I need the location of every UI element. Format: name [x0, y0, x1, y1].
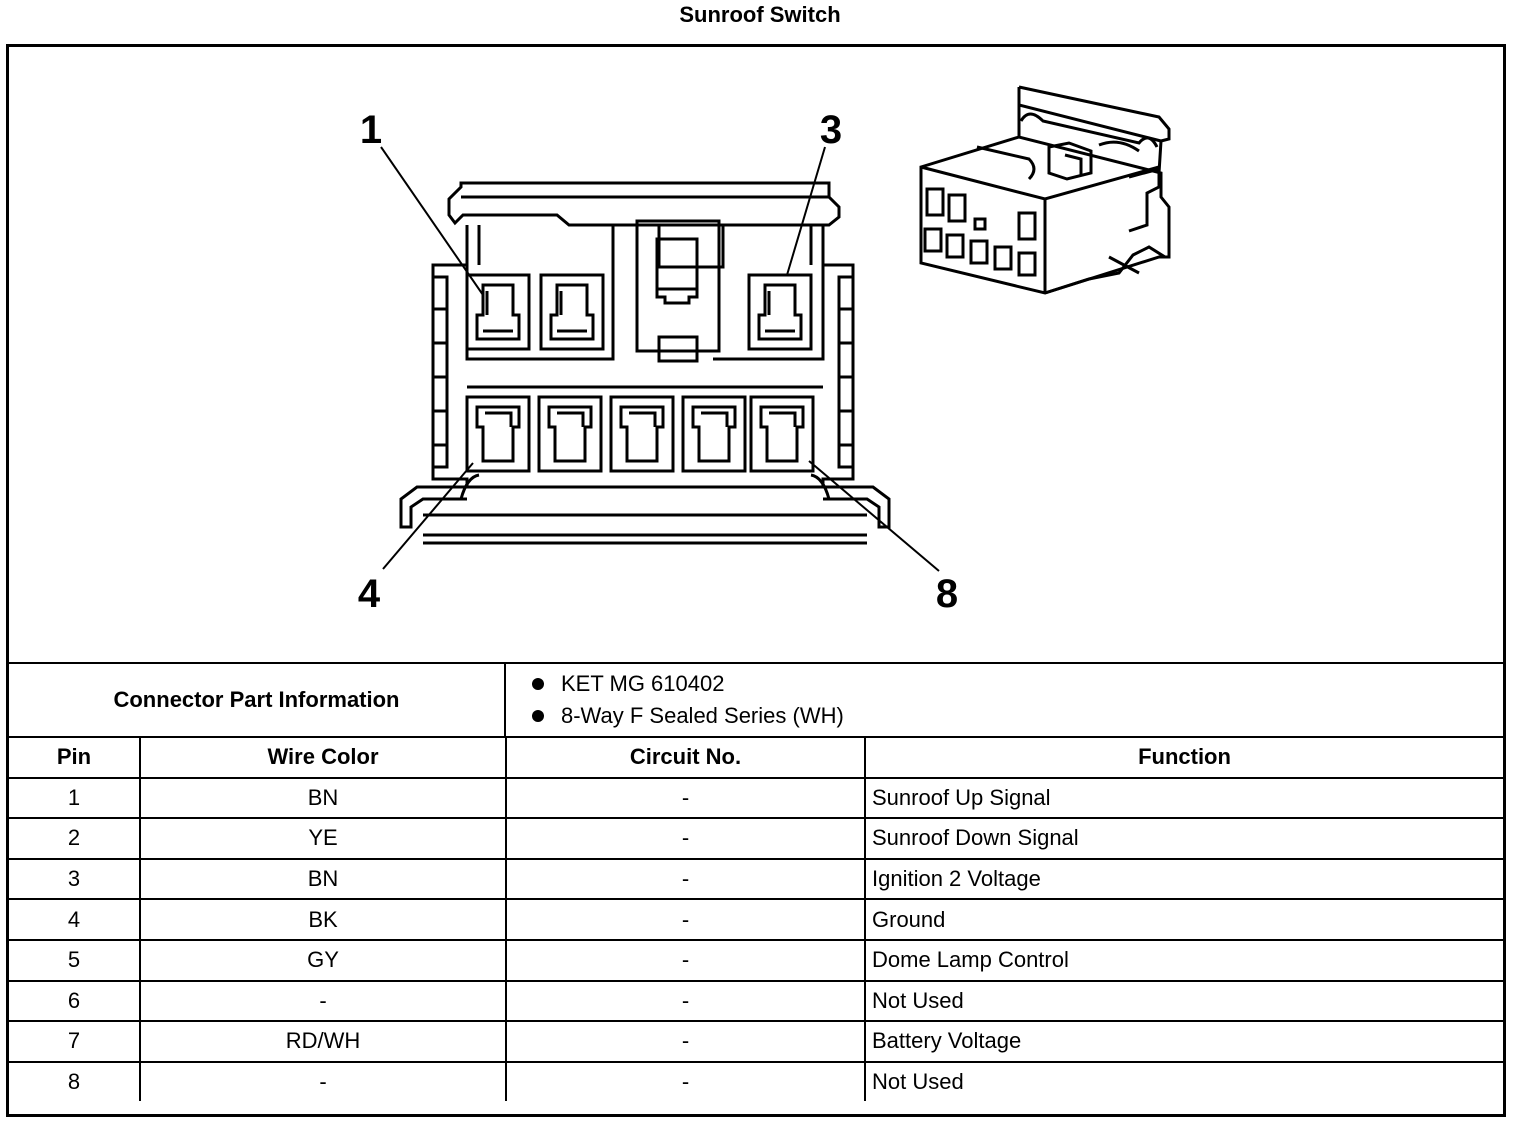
- terminal-cavity-4: [465, 395, 531, 473]
- table-row: 3 BN - Ignition 2 Voltage: [9, 857, 1503, 901]
- wire-color-cell: BK: [139, 898, 507, 941]
- connector-isometric-view: [919, 85, 1171, 295]
- terminal-cavity-8: [749, 395, 815, 473]
- circuit-cell: -: [505, 1020, 866, 1063]
- column-header-wire-color: Wire Color: [139, 738, 507, 779]
- pin-cell: 1: [9, 776, 141, 820]
- pin-callout-4: 4: [358, 572, 381, 616]
- wire-color-cell: GY: [139, 938, 507, 982]
- connector-sheet: 1 3 4 8: [6, 44, 1506, 1117]
- connector-info-item: KET MG 610402: [506, 668, 1503, 700]
- right-foot: [823, 485, 891, 529]
- wire-color-cell: YE: [139, 817, 507, 860]
- wire-color-cell: BN: [139, 857, 507, 901]
- circuit-cell: -: [505, 898, 866, 941]
- housing-outline: [431, 225, 855, 489]
- pin-cell: 5: [9, 938, 141, 982]
- connector-info-label: Connector Part Information: [9, 664, 506, 736]
- table-row: 2 YE - Sunroof Down Signal: [9, 817, 1503, 860]
- pin-cell: 4: [9, 898, 141, 941]
- wire-color-cell: RD/WH: [139, 1020, 507, 1063]
- terminal-cavity-6: [609, 395, 675, 473]
- center-key-slot: [655, 237, 699, 291]
- circuit-cell: -: [505, 1060, 866, 1102]
- connector-info-list: KET MG 610402 8-Way F Sealed Series (WH): [506, 664, 1503, 736]
- connector-part-number: KET MG 610402: [561, 671, 725, 696]
- column-header-circuit-no: Circuit No.: [505, 738, 866, 779]
- right-rib: [837, 275, 855, 469]
- function-cell: Not Used: [864, 1060, 1503, 1102]
- table-row: 7 RD/WH - Battery Voltage: [9, 1020, 1503, 1063]
- terminal-cavity-7: [681, 395, 747, 473]
- table-row: 4 BK - Ground: [9, 898, 1503, 941]
- pin-cell: 6: [9, 979, 141, 1023]
- circuit-cell: -: [505, 938, 866, 982]
- wire-color-cell: -: [139, 979, 507, 1023]
- leader-line-pin-4: [382, 462, 474, 570]
- center-key: [635, 219, 721, 353]
- function-cell: Ignition 2 Voltage: [864, 857, 1503, 901]
- table-row: 8 - - Not Used: [9, 1060, 1503, 1102]
- wire-color-cell: -: [139, 1060, 507, 1102]
- pin-cell: 3: [9, 857, 141, 901]
- table-row: 6 - - Not Used: [9, 979, 1503, 1023]
- terminal-cavity-5: [537, 395, 603, 473]
- left-foot: [399, 485, 467, 529]
- function-cell: Dome Lamp Control: [864, 938, 1503, 982]
- function-cell: Sunroof Down Signal: [864, 817, 1503, 860]
- pin-cell: 7: [9, 1020, 141, 1063]
- terminal-cavity-3: [747, 273, 813, 351]
- wire-color-cell: BN: [139, 776, 507, 820]
- pin-callout-8: 8: [936, 572, 958, 616]
- bullet-icon: [532, 710, 544, 722]
- connector-diagram: 1 3 4 8: [9, 47, 1503, 662]
- circuit-cell: -: [505, 979, 866, 1023]
- bullet-icon: [532, 678, 544, 690]
- leader-line-pin-1: [380, 146, 484, 296]
- connector-series: 8-Way F Sealed Series (WH): [561, 703, 844, 728]
- left-rib: [431, 275, 449, 469]
- function-cell: Sunroof Up Signal: [864, 776, 1503, 820]
- circuit-cell: -: [505, 817, 866, 860]
- function-cell: Ground: [864, 898, 1503, 941]
- page-title: Sunroof Switch: [679, 2, 841, 27]
- leader-line-pin-3: [786, 146, 826, 276]
- function-cell: Battery Voltage: [864, 1020, 1503, 1063]
- pin-cell: 2: [9, 817, 141, 860]
- circuit-cell: -: [505, 776, 866, 820]
- polarization-window: [657, 335, 699, 363]
- table-row: 5 GY - Dome Lamp Control: [9, 938, 1503, 982]
- pin-callout-1: 1: [360, 108, 382, 152]
- column-header-pin: Pin: [9, 738, 141, 779]
- circuit-cell: -: [505, 857, 866, 901]
- pin-callout-3: 3: [820, 108, 842, 152]
- pin-cell: 8: [9, 1060, 141, 1102]
- pin-table: Pin Wire Color Circuit No. Function 1 BN…: [9, 738, 1503, 1102]
- top-latch: [447, 181, 841, 227]
- table-header-row: Pin Wire Color Circuit No. Function: [9, 738, 1503, 779]
- terminal-cavity-1: [465, 273, 531, 351]
- connector-face-drawing: 1 3 4 8: [358, 85, 1171, 616]
- connector-part-information: Connector Part Information KET MG 610402…: [9, 662, 1503, 738]
- connector-info-item: 8-Way F Sealed Series (WH): [506, 700, 1503, 732]
- function-cell: Not Used: [864, 979, 1503, 1023]
- column-header-function: Function: [864, 738, 1503, 779]
- table-row: 1 BN - Sunroof Up Signal: [9, 776, 1503, 820]
- terminal-cavity-2: [539, 273, 605, 351]
- leader-line-pin-8: [808, 460, 940, 572]
